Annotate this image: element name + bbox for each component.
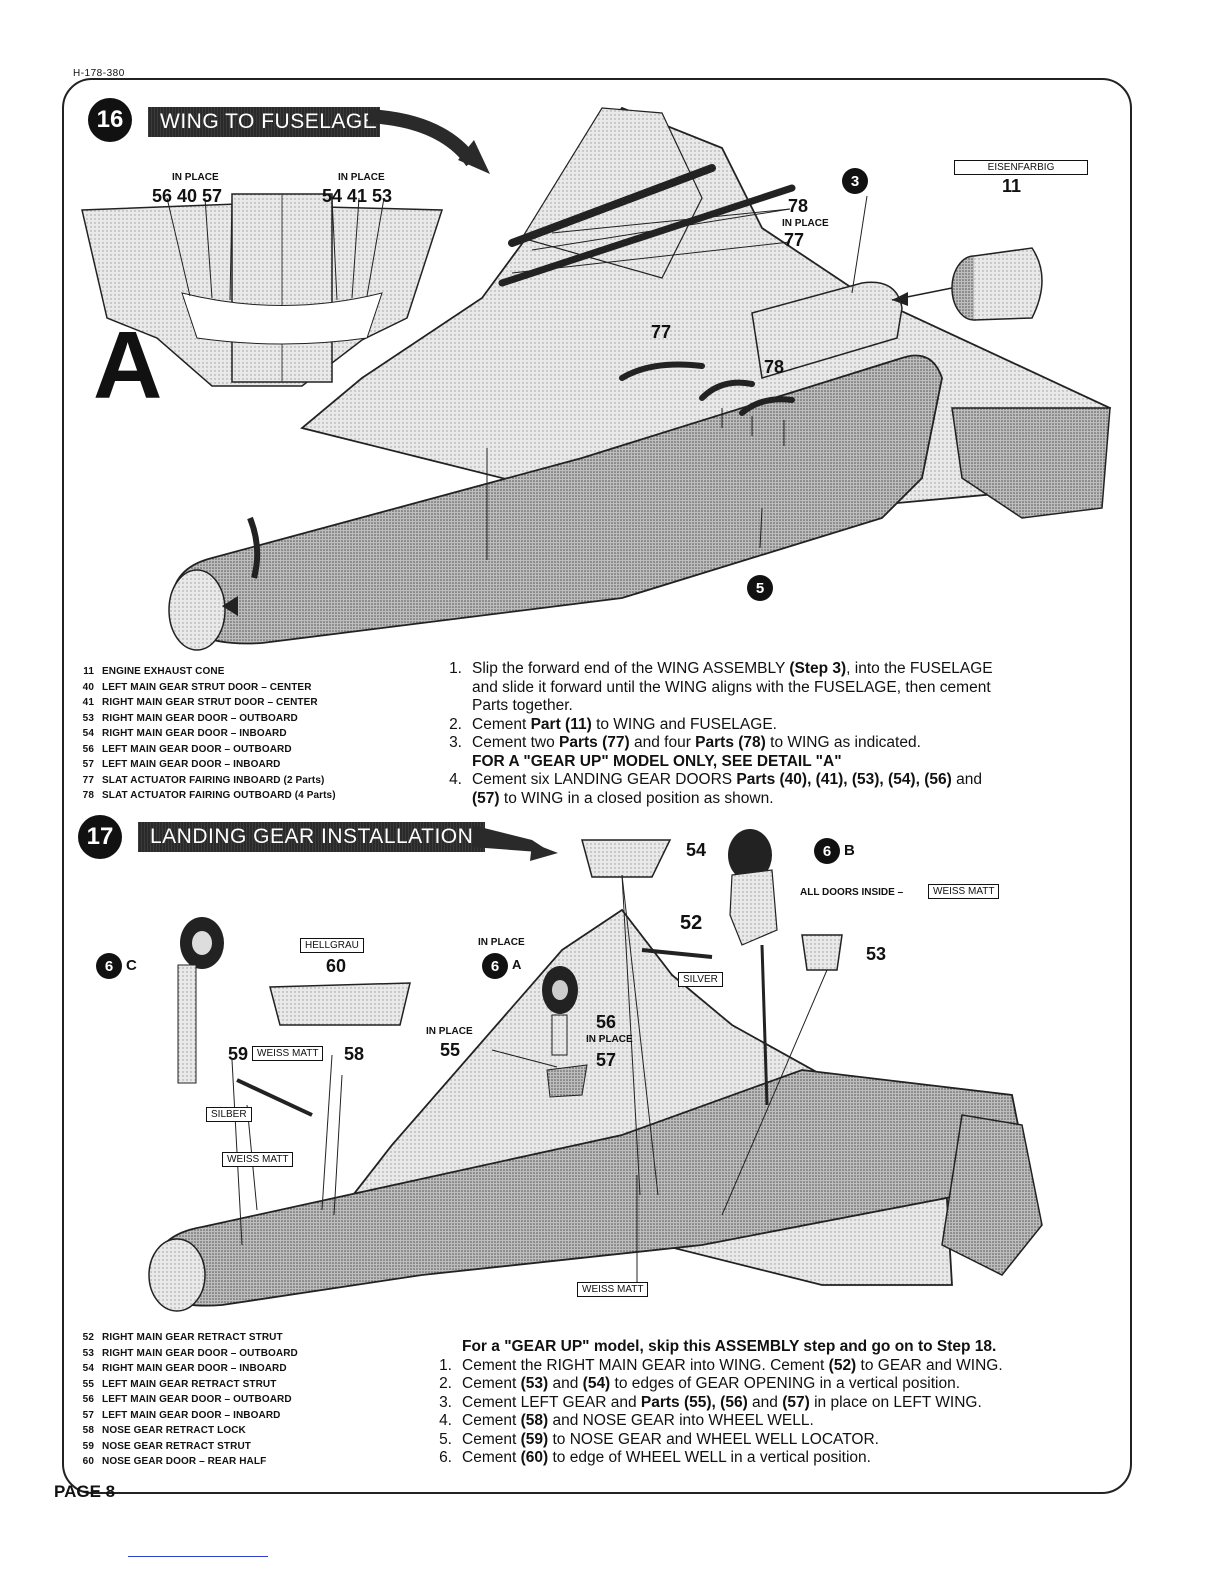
in-place-label: IN PLACE (426, 1026, 473, 1037)
ref-step-6-badge: 6 (482, 953, 508, 979)
instruction-2: 2.Cement (53) and (54) to edges of GEAR … (439, 1375, 960, 1392)
step-title-banner: WING TO FUSELAGE (148, 107, 380, 137)
in-place-label: IN PLACE (586, 1034, 633, 1045)
callout-78-in-place: IN PLACE (782, 218, 829, 229)
callout-55: 55 (440, 1040, 461, 1060)
step16-instructions: 1.Slip the forward end of the WING ASSEM… (430, 660, 1100, 808)
instruction-5: 5.Cement (59) to NOSE GEAR and WHEEL WEL… (439, 1430, 879, 1448)
ref-6b-letter: B (844, 842, 855, 859)
instruction-4: 4.Cement (58) and NOSE GEAR into WHEEL W… (439, 1412, 814, 1429)
instruction-1: 1.Slip the forward end of the WING ASSEM… (449, 660, 993, 677)
step-number-badge: 17 (78, 815, 122, 859)
detail-a-left-parts: 56 40 57 (152, 186, 223, 206)
instruction-2: 2.Cement Part (11) to WING and FUSELAGE. (449, 715, 777, 733)
detail-a-left-in-place-label: IN PLACE (172, 172, 219, 183)
paint-label-silver: SILVER (678, 972, 723, 987)
callout-54: 54 (686, 840, 707, 860)
step-number-badge: 16 (88, 98, 132, 142)
callout-11: 11 (1002, 176, 1022, 196)
in-place-label: IN PLACE (478, 937, 525, 948)
paint-label-hellgrau: HELLGRAU (300, 938, 364, 953)
ref-step-5-badge: 5 (747, 575, 773, 601)
ref-step-6-badge: 6 (814, 838, 840, 864)
paint-label-eisenfarbig: EISENFARBIG (954, 160, 1088, 175)
callout-56: 56 (596, 1012, 617, 1032)
ref-step-3-badge: 3 (842, 168, 868, 194)
page-number: PAGE 8 (54, 1482, 116, 1501)
callout-78-mid: 78 (764, 357, 785, 377)
detail-a-right-parts: 54 41 53 (322, 186, 393, 206)
instruction-1: 1.Cement the RIGHT MAIN GEAR into WING. … (439, 1356, 1003, 1374)
ref-6a-letter: A (512, 957, 522, 972)
paint-label-weiss-matt: WEISS MATT (222, 1152, 294, 1167)
callout-53: 53 (866, 944, 887, 964)
instruction-intro: For a "GEAR UP" model, skip this ASSEMBL… (462, 1338, 997, 1355)
paint-label-weiss-matt: WEISS MATT (928, 884, 1000, 899)
callout-77-top: 77 (784, 230, 805, 250)
detail-a-letter: A (93, 312, 163, 419)
step-title-banner: LANDING GEAR INSTALLATION (138, 822, 485, 852)
landing-gear-illustration (148, 825, 1043, 1312)
callout-59: 59 (228, 1044, 249, 1064)
instruction-6: 6.Cement (60) to edge of WHEEL WELL in a… (439, 1449, 871, 1466)
step17-instructions: For a "GEAR UP" model, skip this ASSEMBL… (420, 1338, 1110, 1468)
detail-a-right-in-place-label: IN PLACE (338, 172, 385, 183)
ref-6c-letter: C (126, 957, 137, 974)
callout-78-top: 78 (788, 196, 809, 216)
paint-label-silber: SILBER (206, 1107, 252, 1122)
callout-52: 52 (680, 912, 703, 934)
callout-77-mid: 77 (651, 322, 672, 342)
ref-step-6-badge: 6 (96, 953, 122, 979)
instruction-3: 3.Cement LEFT GEAR and Parts (55), (56) … (439, 1393, 982, 1411)
document-code: H-178-380 (73, 68, 125, 79)
callout-60: 60 (326, 956, 347, 976)
all-doors-inside-label: ALL DOORS INSIDE – (800, 887, 904, 898)
instruction-3: 3.Cement two Parts (77) and four Parts (… (449, 734, 921, 751)
paint-label-weiss-matt: WEISS MATT (577, 1282, 649, 1297)
callout-57: 57 (596, 1050, 617, 1070)
paint-label-weiss-matt: WEISS MATT (252, 1046, 324, 1061)
wing-to-fuselage-illustration (81, 106, 1112, 651)
instruction-4: 4.Cement six LANDING GEAR DOORS Parts (4… (449, 771, 982, 788)
page-frame (62, 78, 1132, 1494)
divider (128, 1556, 268, 1557)
callout-58: 58 (344, 1044, 365, 1064)
